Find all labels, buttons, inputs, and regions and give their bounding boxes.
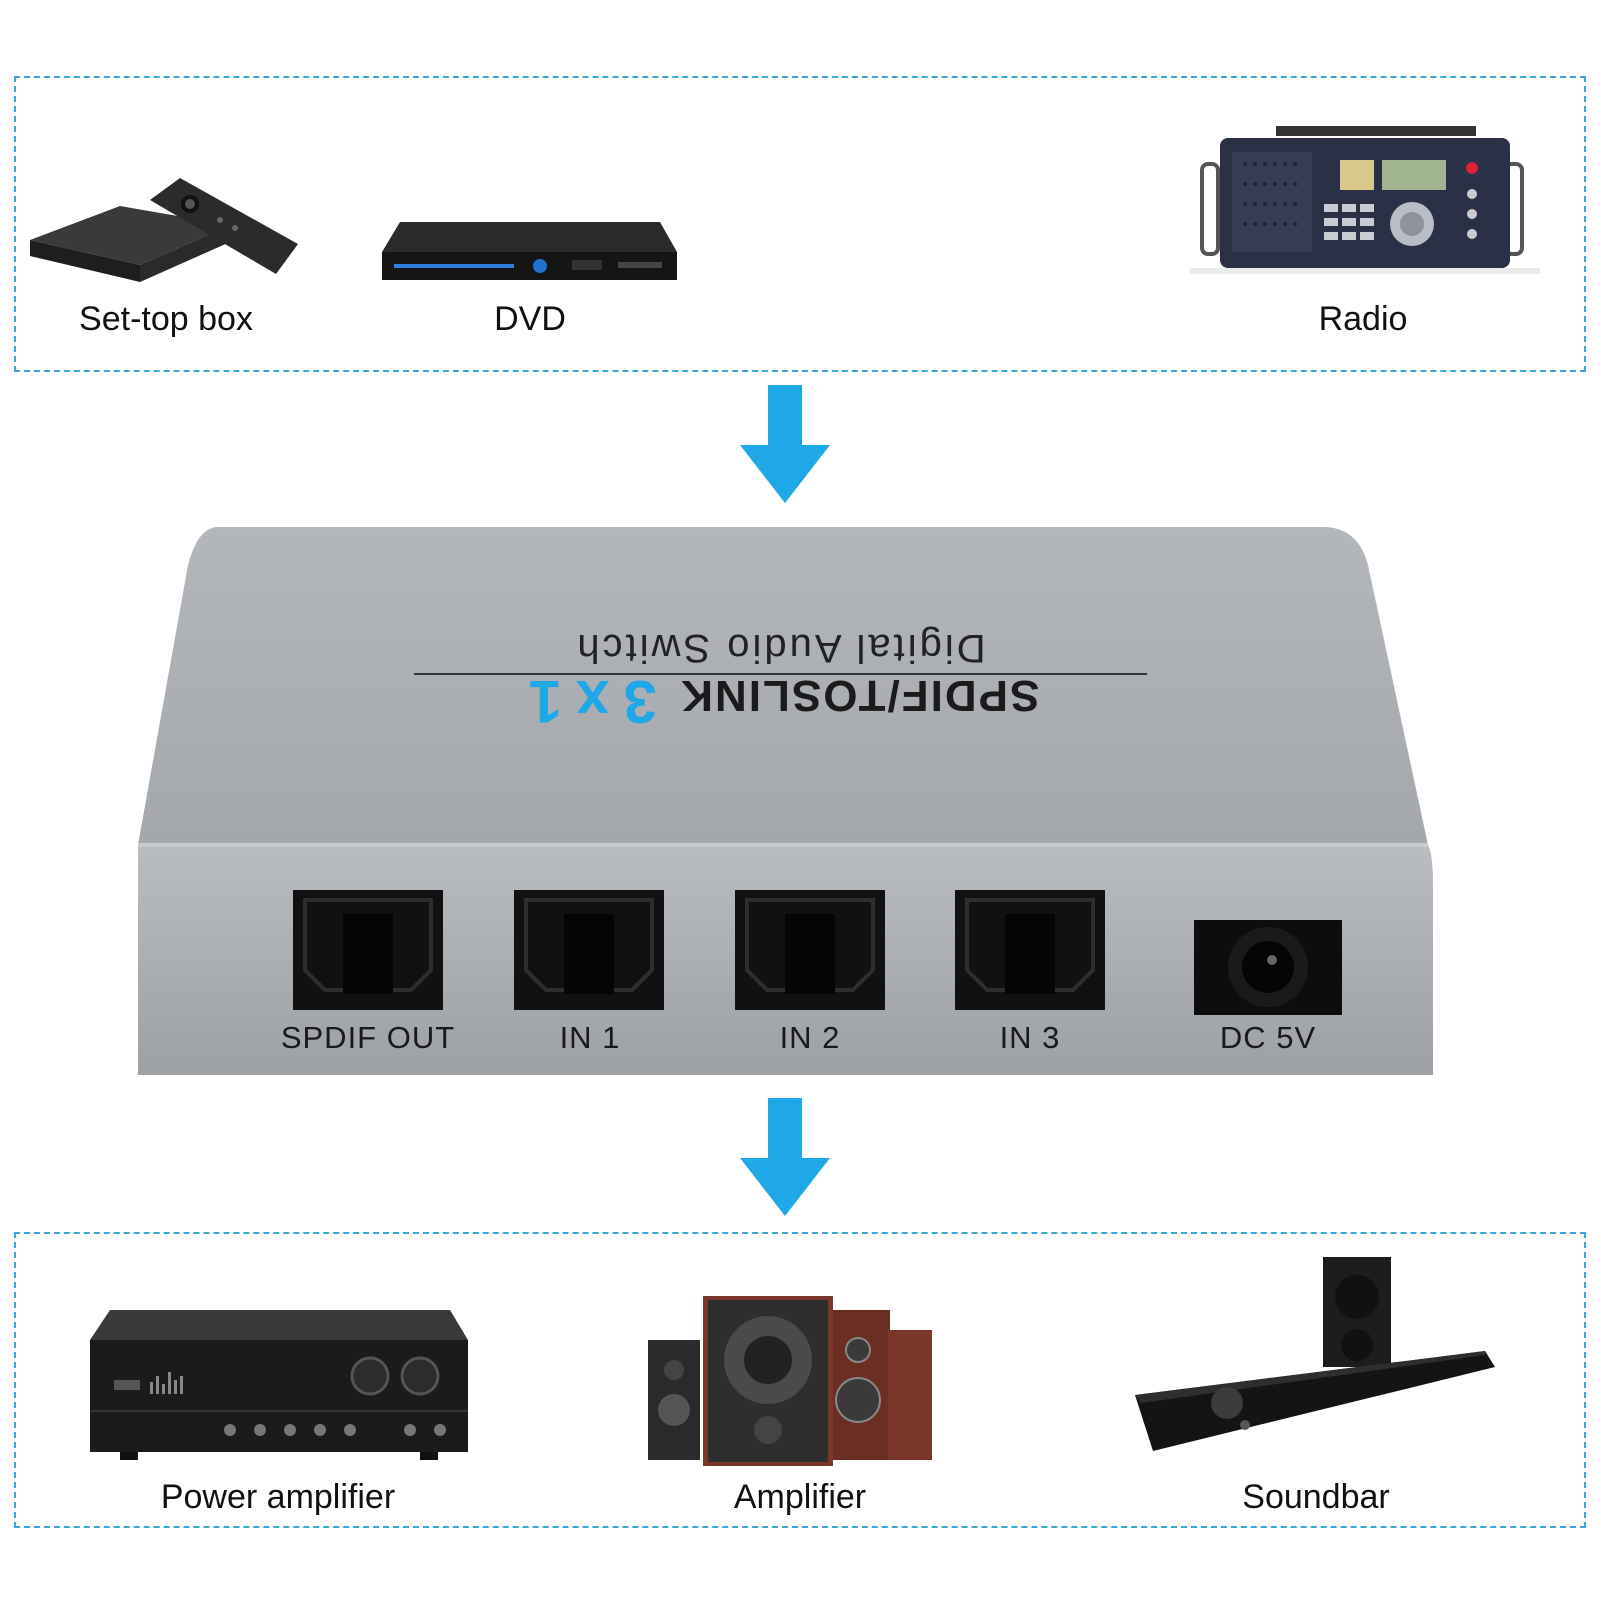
destination-label-amplifier: Amplifier [733, 1478, 867, 1516]
device-model-prefix: SPDIF/TOSLINK [679, 671, 1040, 720]
port-label-dc-5v: DC 5V [1219, 1020, 1317, 1055]
port-label-in-1: IN 1 [559, 1020, 621, 1055]
source-label-set-top-box: Set-top box [79, 300, 253, 338]
device-title-divider [414, 673, 1147, 675]
set-top-box-icon [30, 178, 298, 282]
device-title: Digital Audio Switch [574, 626, 986, 670]
port-in-3 [955, 890, 1105, 1010]
port-in-2 [735, 890, 885, 1010]
port-in-1 [514, 890, 664, 1010]
destinations-panel [14, 1232, 1586, 1528]
port-dc-5v [1194, 920, 1342, 1015]
source-label-radio: Radio [1318, 300, 1408, 338]
port-label-spdif-out: SPDIF OUT [280, 1020, 456, 1055]
device-model-ratio: 3x1 [514, 668, 657, 735]
dvd-player-icon [382, 222, 677, 280]
port-spdif-out [293, 890, 443, 1010]
arrow-down-icon [740, 385, 830, 503]
radio-icon [1190, 126, 1540, 274]
source-label-dvd: DVD [494, 300, 566, 338]
arrow-down-icon [740, 1098, 830, 1216]
power-amplifier-icon [90, 1310, 468, 1460]
sources-panel [14, 76, 1586, 372]
destination-label-power-amplifier: Power amplifier [160, 1478, 396, 1516]
port-label-in-3: IN 3 [999, 1020, 1061, 1055]
destination-label-soundbar: Soundbar [1242, 1478, 1390, 1516]
port-label-in-2: IN 2 [779, 1020, 841, 1055]
speakers-icon [648, 1296, 932, 1466]
device-model-label: SPDIF/TOSLINK 3x1 [412, 668, 1142, 736]
soundbar-icon [1135, 1257, 1495, 1451]
